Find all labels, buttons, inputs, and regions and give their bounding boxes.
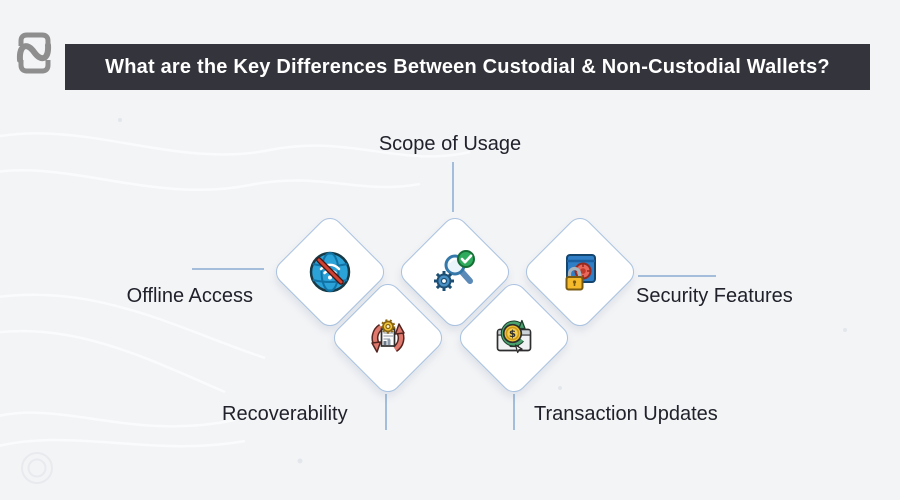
connector-recoverability <box>385 394 387 430</box>
connector-offline-access <box>192 268 264 270</box>
label-security-features: Security Features <box>636 285 793 307</box>
node-card-security-features <box>520 212 640 332</box>
connector-scope-of-usage <box>452 162 454 212</box>
node-card-transaction-updates: $ <box>454 278 574 398</box>
node-card-offline-access <box>270 212 390 332</box>
coin-refresh-icon: $ <box>456 280 572 396</box>
label-scope-of-usage: Scope of Usage <box>378 133 522 155</box>
label-recoverability: Recoverability <box>222 403 348 425</box>
title-banner: What are the Key Differences Between Cus… <box>65 44 870 90</box>
label-offline-access: Offline Access <box>126 285 253 307</box>
dollar-glyph: $ <box>509 329 516 340</box>
connector-security-features <box>638 275 716 277</box>
brand-logo <box>16 32 52 74</box>
connector-transaction-updates <box>513 394 515 430</box>
safe-lock-icon <box>522 214 638 330</box>
offline-globe-icon <box>272 214 388 330</box>
page-title: What are the Key Differences Between Cus… <box>105 55 830 78</box>
node-card-recoverability <box>328 278 448 398</box>
search-gear-check-icon <box>397 214 513 330</box>
document-restore-icon <box>330 280 446 396</box>
node-card-scope-of-usage <box>395 212 515 332</box>
label-transaction-updates: Transaction Updates <box>534 403 718 425</box>
